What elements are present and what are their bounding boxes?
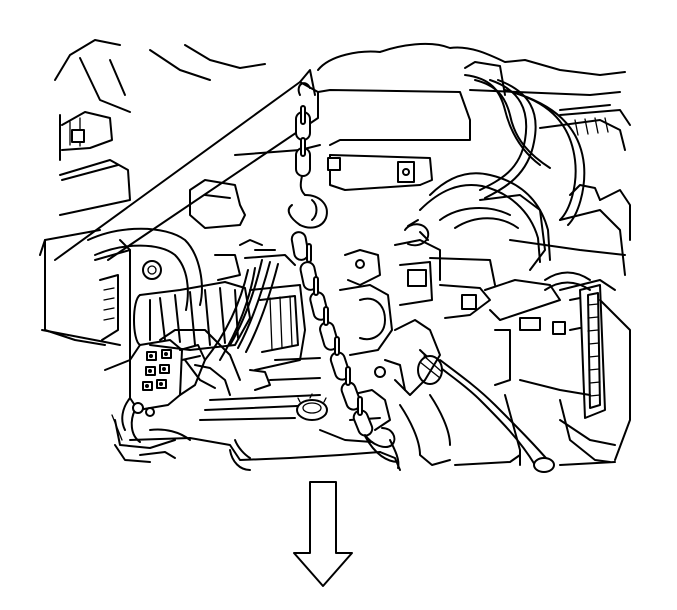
arrow-down-icon — [293, 481, 353, 587]
coil-pack — [114, 339, 206, 459]
air-intake-duct — [87, 227, 251, 351]
cowl-panel — [54, 39, 266, 161]
connector-strip — [544, 271, 606, 419]
oil-filler-cap — [296, 393, 328, 421]
right-components — [479, 184, 631, 466]
lifting-chain — [287, 82, 399, 463]
wiring-harness-top — [419, 74, 586, 263]
valve-cover-lower — [111, 414, 616, 471]
spark-plug-wires — [159, 239, 296, 396]
air-plenum — [234, 42, 631, 191]
radiator-hose — [394, 319, 555, 473]
fuel-rail — [189, 179, 321, 421]
